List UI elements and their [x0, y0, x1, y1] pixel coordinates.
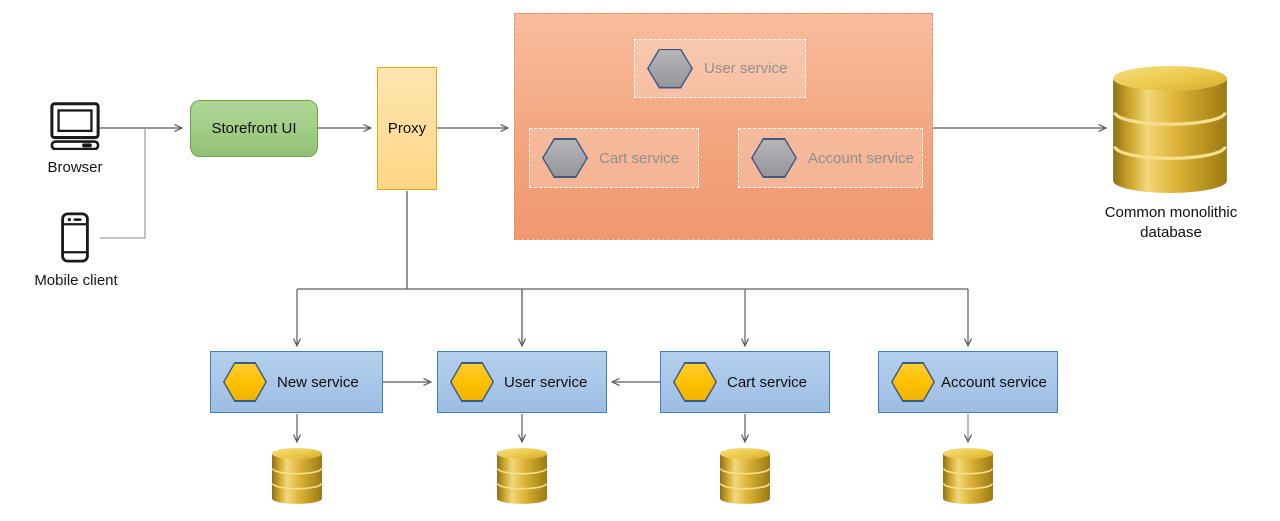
hexagon-icon — [450, 362, 494, 402]
connector-mobile-to-storefront — [100, 129, 146, 239]
hexagon-icon — [647, 48, 693, 89]
user-service-label: User service — [504, 373, 588, 391]
monolith-region: User service Cart service Account servic… — [514, 13, 933, 240]
new-service-node: New service — [210, 351, 383, 413]
monolithic-database-label: Common monolithic database — [1090, 203, 1252, 243]
browser-icon — [50, 102, 100, 151]
database-icon — [272, 448, 322, 504]
account-service-node: Account service — [878, 351, 1058, 413]
mobile-client — [61, 212, 89, 268]
monolithic-database — [1113, 66, 1227, 198]
proxy-node: Proxy — [377, 67, 437, 190]
hexagon-icon — [223, 362, 267, 402]
proxy-label: Proxy — [387, 120, 427, 137]
browser-client — [50, 102, 100, 155]
hexagon-icon — [673, 362, 717, 402]
mobile-client-icon — [61, 212, 89, 263]
monolith-cart-service: Cart service — [529, 128, 699, 188]
monolith-user-service: User service — [634, 39, 806, 98]
monolith-account-service: Account service — [738, 128, 923, 188]
mobile-client-label: Mobile client — [34, 272, 118, 289]
cart-service-database — [720, 448, 770, 509]
database-icon — [497, 448, 547, 504]
monolithic-database-label-line2: database — [1140, 223, 1202, 241]
cart-service-node: Cart service — [660, 351, 830, 413]
account-service-database — [943, 448, 993, 509]
hexagon-icon — [891, 362, 935, 402]
monolithic-database-label-line1: Common monolithic — [1104, 204, 1238, 221]
new-service-label: New service — [277, 373, 359, 391]
cart-service-label: Cart service — [727, 373, 808, 391]
account-service-label: Account service — [941, 373, 1047, 391]
hexagon-icon — [542, 138, 588, 178]
browser-label: Browser — [47, 159, 103, 176]
database-icon — [943, 448, 993, 504]
user-service-database — [497, 448, 547, 509]
database-icon — [1113, 66, 1227, 193]
database-icon — [720, 448, 770, 504]
monolith-account-service-label: Account service — [808, 149, 914, 167]
storefront-ui-label: Storefront UI — [211, 120, 297, 137]
new-service-database — [272, 448, 322, 509]
user-service-node: User service — [437, 351, 607, 413]
storefront-ui-node: Storefront UI — [190, 100, 318, 157]
monolith-cart-service-label: Cart service — [599, 149, 680, 167]
monolith-user-service-label: User service — [704, 60, 788, 77]
hexagon-icon — [751, 138, 797, 178]
